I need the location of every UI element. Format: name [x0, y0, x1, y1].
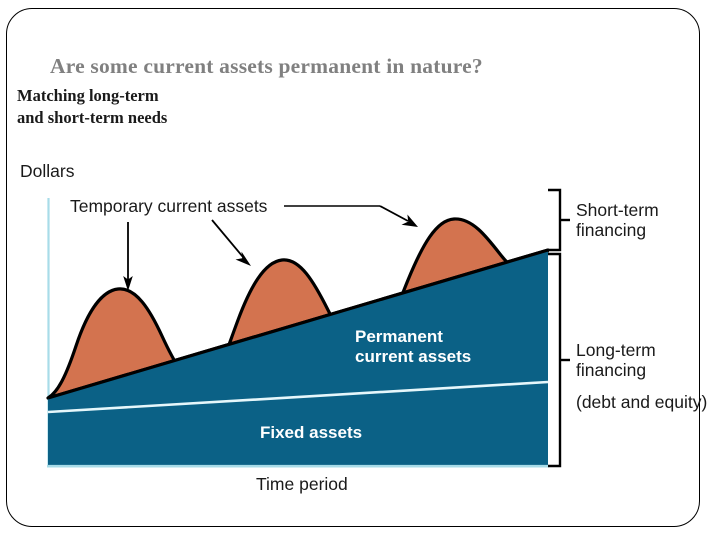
temporary-current-assets-area [46, 217, 550, 400]
label-permanent-current-assets-line2: current assets [355, 347, 471, 366]
bracket-short-term-label-line1: Short-term [576, 200, 659, 220]
x-axis-label: Time period [256, 474, 348, 494]
label-permanent-current-assets-line1: Permanent [355, 327, 443, 346]
permanent-assets-top-line [47, 248, 549, 400]
slide-subtitle-line2: and short-term needs [17, 108, 168, 127]
y-axis-label: Dollars [20, 161, 75, 181]
bracket-long-term-label-line3: (debt and equity) [576, 392, 707, 412]
callout-arrow-2 [211, 219, 251, 266]
permanent-and-fixed-assets-area [48, 250, 548, 465]
label-fixed-assets: Fixed assets [260, 423, 362, 442]
callout-temporary-current-assets: Temporary current assets [70, 196, 268, 216]
slide-subtitle: Matching long-term and short-term needs [17, 85, 167, 129]
bracket-short-term-label-line2: financing [576, 220, 646, 240]
bracket-short-term-financing [548, 188, 570, 252]
bracket-long-term-label-line1: Long-term [576, 340, 656, 360]
callout-arrow-3 [284, 205, 418, 227]
slide-subtitle-line1: Matching long-term [17, 86, 159, 105]
figure-matching-needs: Dollars Temporary current assets [0, 140, 720, 510]
bracket-long-term-financing [548, 252, 570, 468]
callout-arrow-1 [123, 222, 133, 291]
bracket-long-term-label-line2: financing [576, 360, 646, 380]
fixed-assets-divider-line [47, 380, 549, 414]
page-title: Are some current assets permanent in nat… [50, 54, 483, 78]
